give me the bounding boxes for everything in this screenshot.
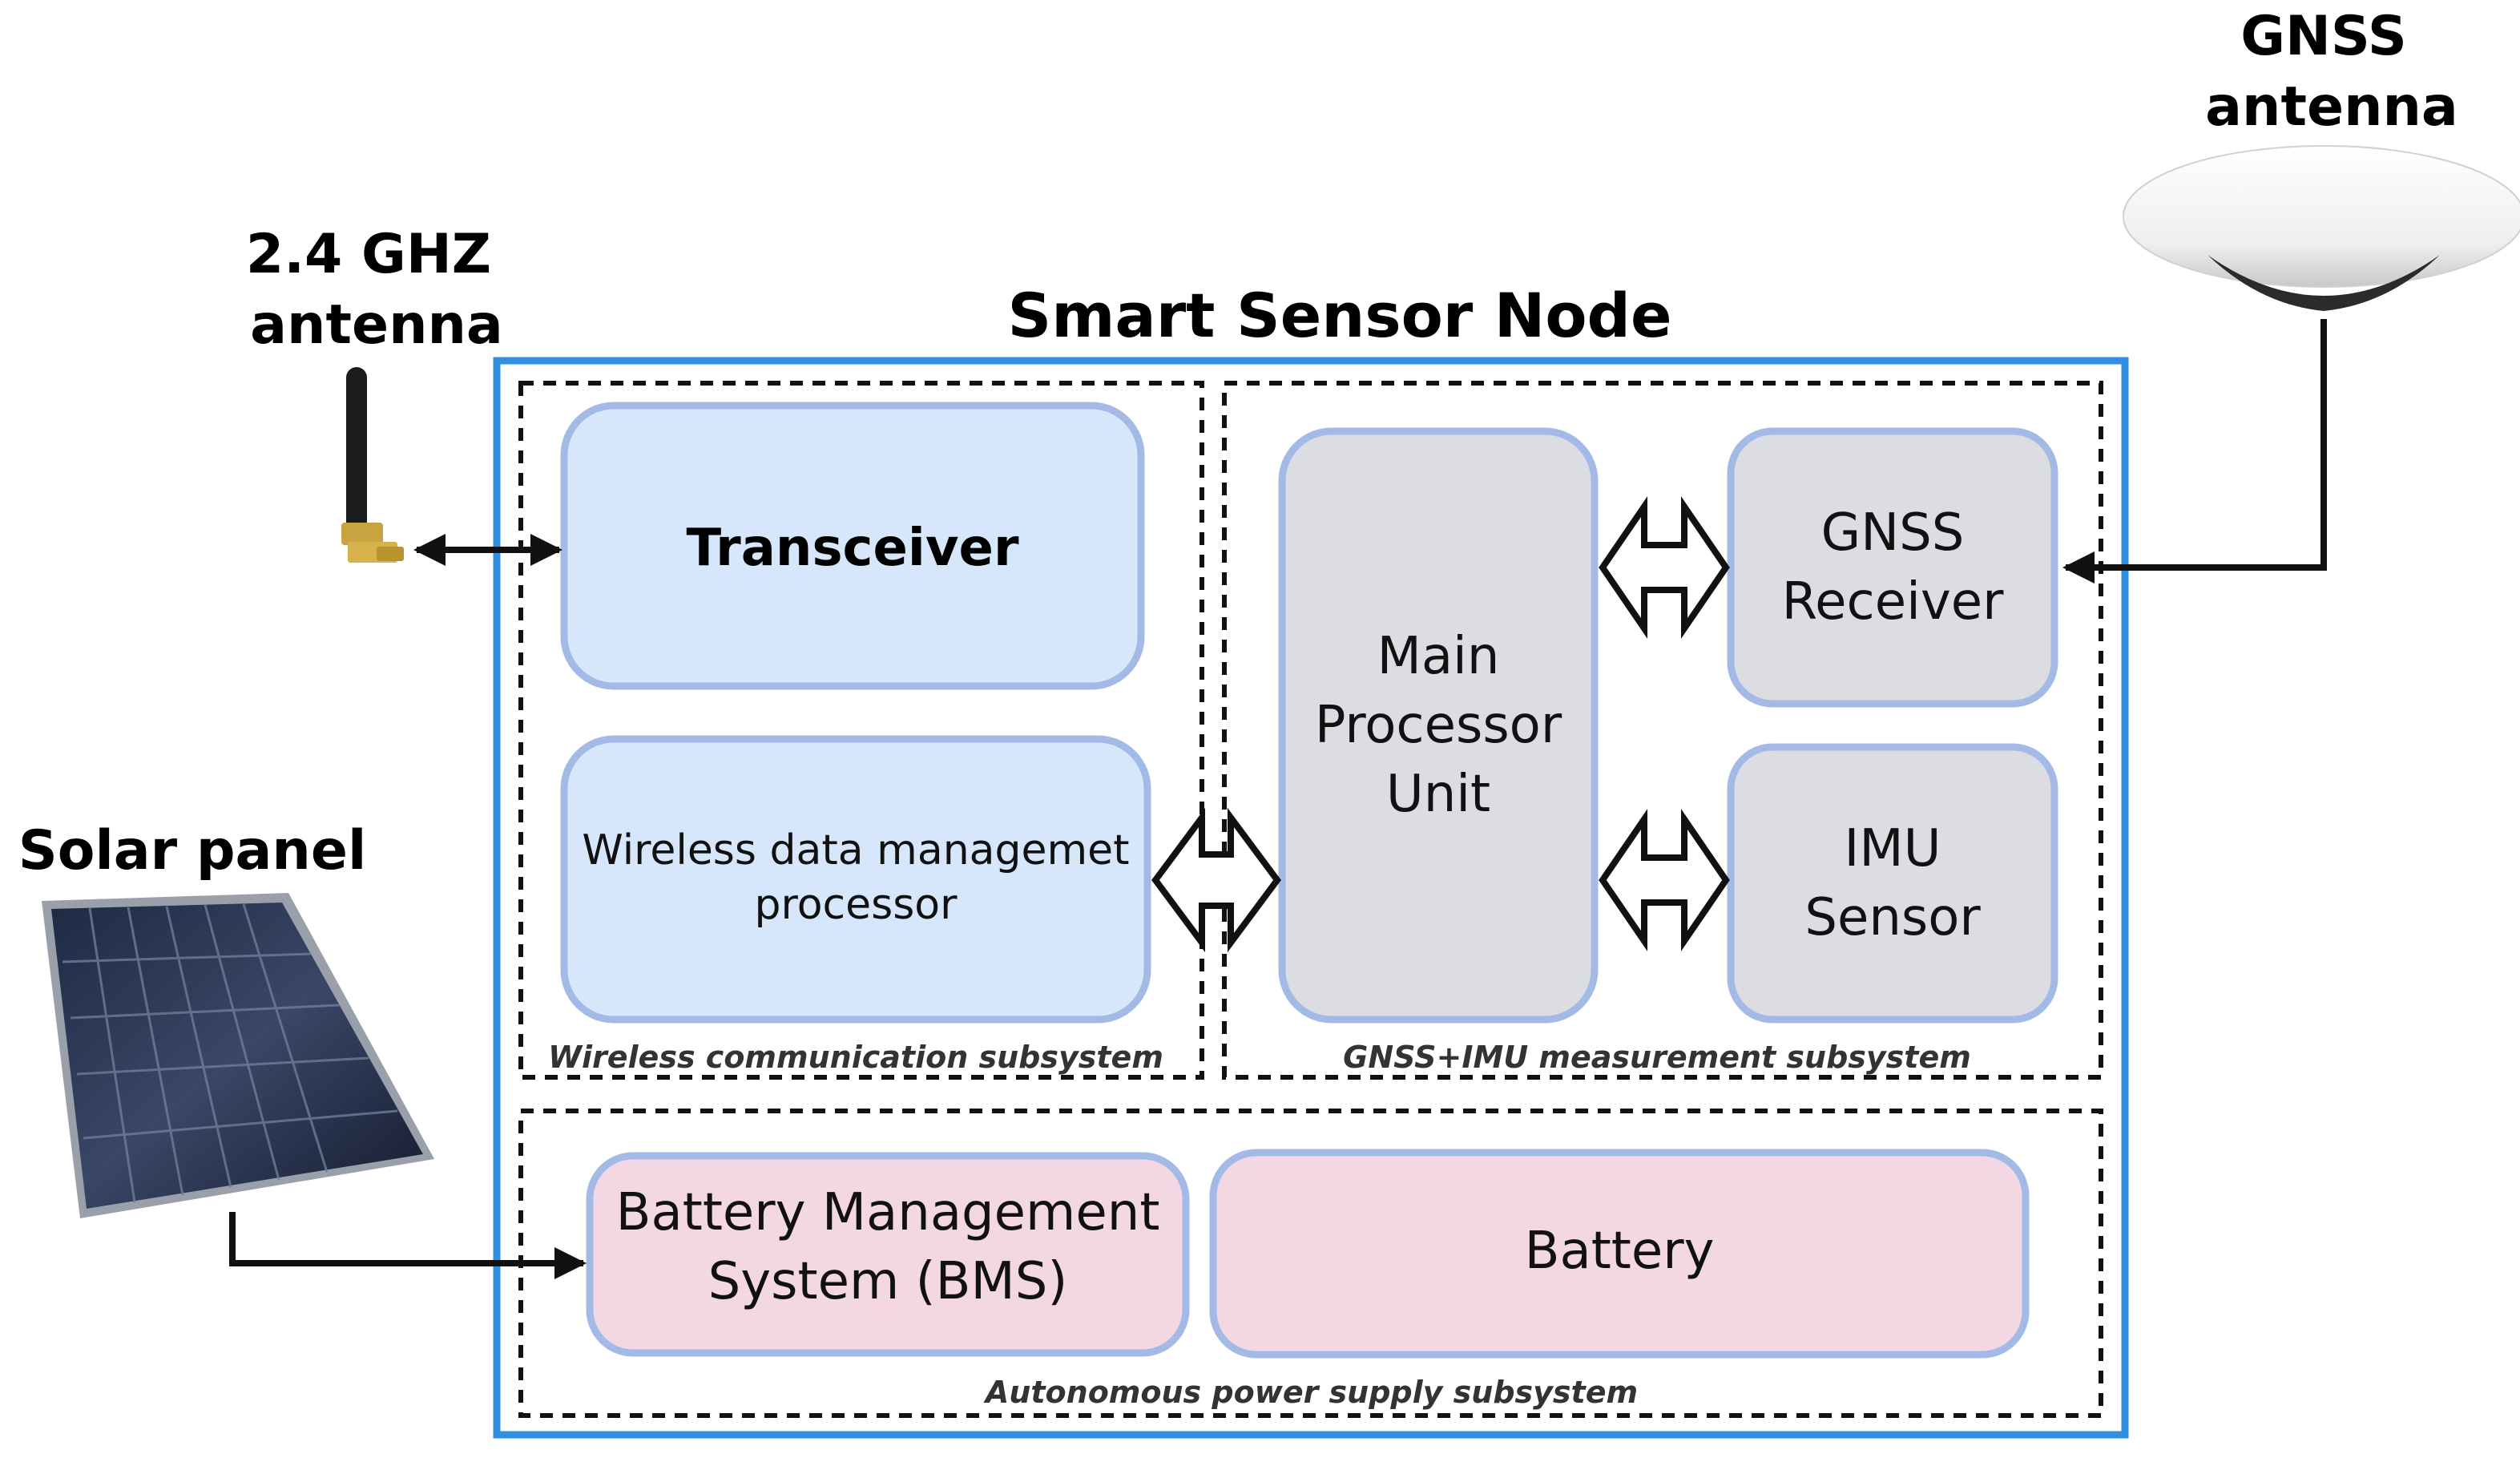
diagram-title: Smart Sensor Node [1007, 280, 1671, 351]
wireless-processor-block: Wireless data managemet processor [560, 735, 1151, 1024]
imu-sensor-label-line1: IMU [1845, 819, 1941, 878]
wireless-subsystem-label: Wireless communication subsystem [548, 1040, 1163, 1075]
wireless-processor-label-line2: processor [754, 881, 958, 929]
gnss-antenna-icon [2123, 145, 2520, 311]
transceiver-block: Transceiver [560, 402, 1145, 690]
gnss-receiver-label-line2: Receiver [1782, 572, 2005, 632]
wireless-subsystem-frame [518, 381, 1204, 1080]
main-processor-label-line1: Main [1377, 627, 1500, 686]
wireless-processor-label-line1: Wireless data managemet [582, 826, 1129, 874]
gnss-receiver-block: GNSS Receiver [1727, 427, 2058, 708]
ghz-antenna-label: 2.4 GHZ antenna [246, 223, 503, 357]
wireless-processor-main-double-arrow [1151, 807, 1281, 953]
transceiver-label: Transceiver [687, 519, 1019, 578]
gnss-antenna-label: GNSS antenna [2205, 5, 2458, 139]
gnss-imu-subsystem-label: GNSS+IMU measurement subsystem [1343, 1040, 1971, 1075]
imu-sensor-label-line2: Sensor [1804, 888, 1981, 947]
power-subsystem-label: Autonomous power supply subsystem [983, 1375, 1638, 1410]
bms-block: Battery Management System (BMS) [586, 1152, 1190, 1357]
ghz-antenna-label-line2: antenna [250, 293, 503, 357]
solar-bms-arrow [229, 1212, 587, 1279]
ghz-antenna-label-line1: 2.4 GHZ [246, 223, 491, 286]
bms-label-line1: Battery Management [616, 1183, 1160, 1242]
solar-panel-icon [42, 893, 434, 1218]
gnss-antenna-label-line2: antenna [2205, 75, 2458, 139]
main-processor-label-line2: Processor [1315, 696, 1562, 755]
solar-panel-label: Solar panel [18, 819, 367, 882]
smart-sensor-node-frame [493, 357, 2129, 1439]
main-imu-double-arrow [1599, 809, 1730, 951]
main-gnss-receiver-double-arrow [1599, 496, 1730, 639]
battery-label: Battery [1525, 1222, 1715, 1281]
bms-label-line2: System (BMS) [708, 1252, 1068, 1311]
main-processor-block: Main Processor Unit [1278, 427, 1599, 1024]
gnss-antenna-label-line1: GNSS [2240, 5, 2407, 68]
main-processor-label-line3: Unit [1386, 765, 1490, 824]
ghz-antenna-icon [341, 367, 404, 563]
gnss-receiver-label-line1: GNSS [1821, 503, 1965, 563]
gnss-antenna-receiver-arrow [2062, 319, 2327, 584]
battery-block: Battery [1209, 1149, 2030, 1359]
imu-sensor-block: IMU Sensor [1727, 743, 2058, 1024]
gnss-imu-subsystem-frame [1222, 381, 2103, 1080]
